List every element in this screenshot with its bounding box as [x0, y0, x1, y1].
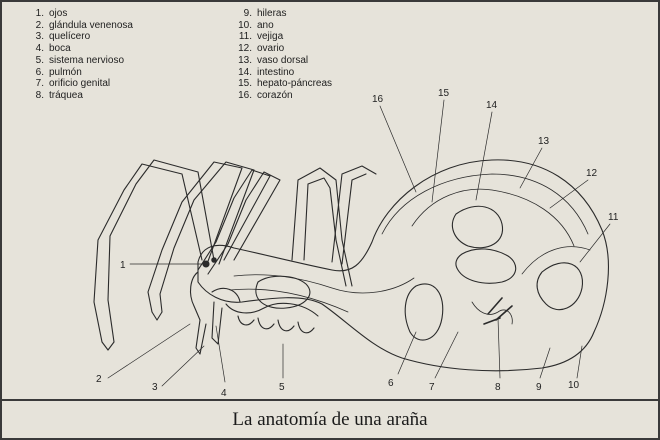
body-outline: [198, 160, 608, 371]
callout-5: 5: [279, 382, 285, 393]
rear-legs: [292, 166, 376, 286]
callout-14: 14: [486, 100, 498, 111]
callout-1: 1: [120, 260, 126, 271]
callout-13: 13: [538, 136, 550, 147]
callout-16: 16: [372, 94, 384, 105]
callout-10: 10: [568, 380, 580, 391]
callout-7: 7: [429, 382, 435, 393]
callout-6: 6: [388, 378, 394, 389]
caption-divider: [2, 399, 658, 401]
figure-caption: La anatomía de una araña: [2, 402, 658, 438]
spider-anatomy-diagram: 1 2 3 4 5 6 7 8 9 10 11 12 13 14 15 16: [2, 2, 658, 398]
callout-12: 12: [586, 168, 598, 179]
callout-4: 4: [221, 388, 227, 398]
callout-3: 3: [152, 382, 158, 393]
callout-8: 8: [495, 382, 501, 393]
callout-15: 15: [438, 88, 450, 99]
callout-2: 2: [96, 374, 102, 385]
leader-lines: [108, 100, 610, 386]
callout-11: 11: [608, 212, 619, 223]
head-chelicerae: [191, 258, 222, 354]
callout-labels: 1 2 3 4 5 6 7 8 9 10 11 12 13 14 15 16: [96, 88, 619, 398]
callout-9: 9: [536, 382, 542, 393]
